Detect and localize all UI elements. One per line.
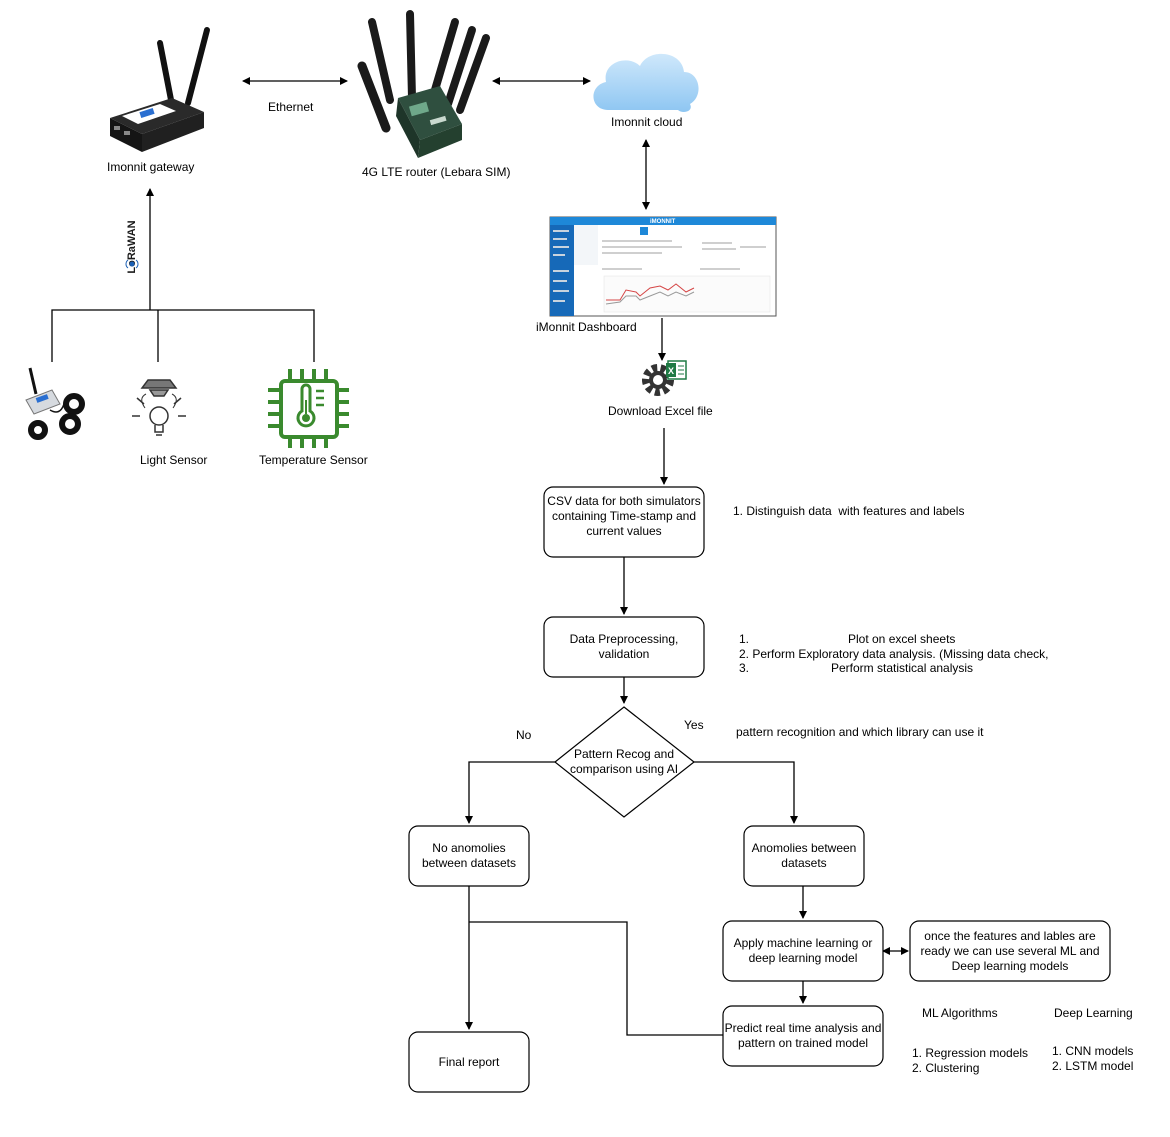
excel-label: Download Excel file (608, 404, 713, 418)
temperature-sensor-label: Temperature Sensor (259, 453, 368, 467)
connectors (51, 77, 909, 1036)
no-anomalies-box (408, 825, 530, 887)
anomalies-text: Anomolies between datasets (751, 841, 857, 870)
gateway-icon (110, 27, 210, 152)
cloud-label: Imonnit cloud (611, 115, 683, 129)
dl-title: Deep Learning (1054, 1006, 1133, 1020)
cloud-icon (593, 53, 699, 112)
preprocess-box (543, 616, 705, 678)
apply-ml-box (722, 920, 884, 982)
ethernet-label: Ethernet (268, 100, 314, 114)
predict-text: Predict real time analysis and pattern o… (724, 1021, 882, 1050)
decision-text: Pattern Recog and comparison using AI (569, 747, 679, 776)
decision-no-link (465, 761, 555, 824)
note-pattern: pattern recognition and which library ca… (736, 725, 984, 739)
router-label: 4G LTE router (Lebara SIM) (362, 165, 511, 179)
note-preprocess-1-num: 1. (739, 632, 750, 646)
dashboard-label: iMonnit Dashboard (536, 320, 637, 334)
predict-box (722, 1005, 884, 1067)
light-sensor-icon (132, 379, 186, 436)
dashboard-screenshot: iMONNIT (549, 216, 777, 317)
dashboard-brand: iMONNIT (650, 219, 676, 225)
router-icon (357, 10, 490, 158)
lorawan-logo: LoRaWAN (126, 220, 138, 273)
flow-boxes (408, 486, 1111, 1093)
svg-text:X: X (668, 366, 674, 376)
features-text: once the features and lables are ready w… (920, 928, 1100, 973)
preprocess-box-text: Data Preprocessing, validation (569, 632, 679, 661)
predict-report-link (469, 921, 723, 1036)
yes-label: Yes (684, 718, 704, 732)
gateway-label: Imonnit gateway (107, 160, 195, 174)
decision-yes-link (694, 761, 798, 824)
apply-ml-text: Apply machine learning or deep learning … (733, 936, 873, 965)
temperature-sensor-icon (268, 369, 349, 448)
final-report-box (408, 1031, 530, 1093)
decision-diamond (554, 706, 695, 818)
note-preprocess-1: Plot on excel sheets (848, 632, 956, 646)
note-preprocess-3: Perform statistical analysis (831, 661, 974, 675)
csv-box (543, 486, 705, 558)
final-report-text: Final report (438, 1054, 500, 1069)
note-csv: 1. Distinguish data with features and la… (733, 504, 965, 518)
lorawan-label: LoRaWAN (126, 220, 138, 273)
lorawan-wave-icon (125, 259, 139, 269)
note-preprocess-2: 2. Perform Exploratory data analysis. (M… (739, 647, 1049, 661)
excel-gear-icon: X (642, 360, 687, 396)
ml-title: ML Algorithms (922, 1006, 998, 1020)
no-label: No (516, 728, 532, 742)
anomalies-box (743, 825, 865, 887)
light-sensor-label: Light Sensor (140, 453, 208, 467)
no-anomalies-text: No anomolies between datasets (421, 841, 517, 870)
dl-items: 1. CNN models 2. LSTM model (1052, 1044, 1134, 1073)
ml-items: 1. Regression models 2. Clustering (912, 1046, 1029, 1075)
sensor-bus-line (51, 309, 315, 362)
current-sensor-icon (25, 367, 85, 440)
features-box (909, 920, 1111, 982)
csv-box-text: CSV data for both simulators containing … (547, 493, 701, 538)
note-preprocess-3-num: 3. (739, 661, 750, 675)
